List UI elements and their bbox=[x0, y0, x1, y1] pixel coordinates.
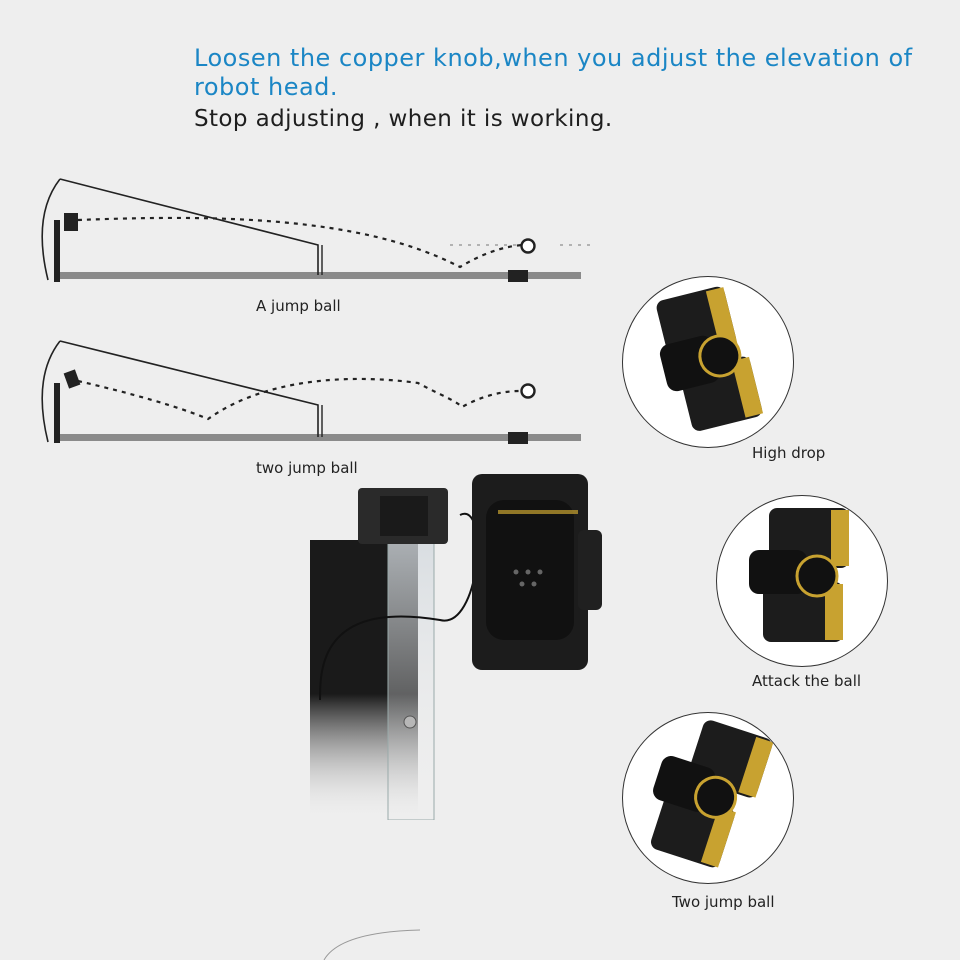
trajectory-diagram-a-jump-ball bbox=[41, 178, 590, 282]
elevation-line bbox=[59, 340, 319, 437]
robot-arc bbox=[41, 340, 61, 443]
ball bbox=[520, 238, 536, 254]
robot-arc bbox=[41, 178, 61, 281]
trajectory-diagram-two-jump-ball bbox=[41, 340, 581, 444]
instruction-text: Loosen the copper knob,when you adjust t… bbox=[194, 44, 914, 102]
launcher-head-icon bbox=[651, 720, 774, 868]
table-net bbox=[508, 432, 528, 444]
ball-trajectory bbox=[77, 216, 523, 269]
warning-text: Stop adjusting , when it is working. bbox=[194, 106, 613, 132]
launcher-head-icon bbox=[656, 286, 764, 431]
table-surface bbox=[56, 272, 581, 279]
caption-a-jump-ball: A jump ball bbox=[256, 297, 341, 315]
robot-head bbox=[64, 213, 78, 231]
robot-head-photo bbox=[310, 474, 602, 820]
ball-trajectory bbox=[77, 377, 521, 421]
caption-two-jump-ball: two jump ball bbox=[256, 459, 358, 477]
head-photo-attack-the-ball bbox=[716, 495, 888, 667]
caption-two-jump-ball-head: Two jump ball bbox=[672, 893, 775, 911]
robot-head bbox=[63, 369, 81, 389]
ball bbox=[520, 383, 536, 399]
robot-post bbox=[54, 383, 60, 443]
instruction-line: Loosen the copper knob,when you adjust t… bbox=[194, 44, 913, 101]
caption-attack-the-ball: Attack the ball bbox=[752, 672, 862, 690]
table-net bbox=[508, 270, 528, 282]
clear-tube bbox=[387, 499, 435, 820]
elevation-line bbox=[59, 178, 319, 275]
table-surface bbox=[56, 434, 581, 441]
caption-high-drop: High drop bbox=[752, 444, 826, 462]
head-photo-high-drop bbox=[622, 276, 794, 448]
launcher-head-icon bbox=[749, 508, 849, 642]
head-photo-two-jump-ball bbox=[622, 712, 794, 884]
robot-post bbox=[54, 220, 60, 282]
decorative-arc bbox=[323, 929, 421, 960]
copper-knob bbox=[403, 715, 417, 729]
